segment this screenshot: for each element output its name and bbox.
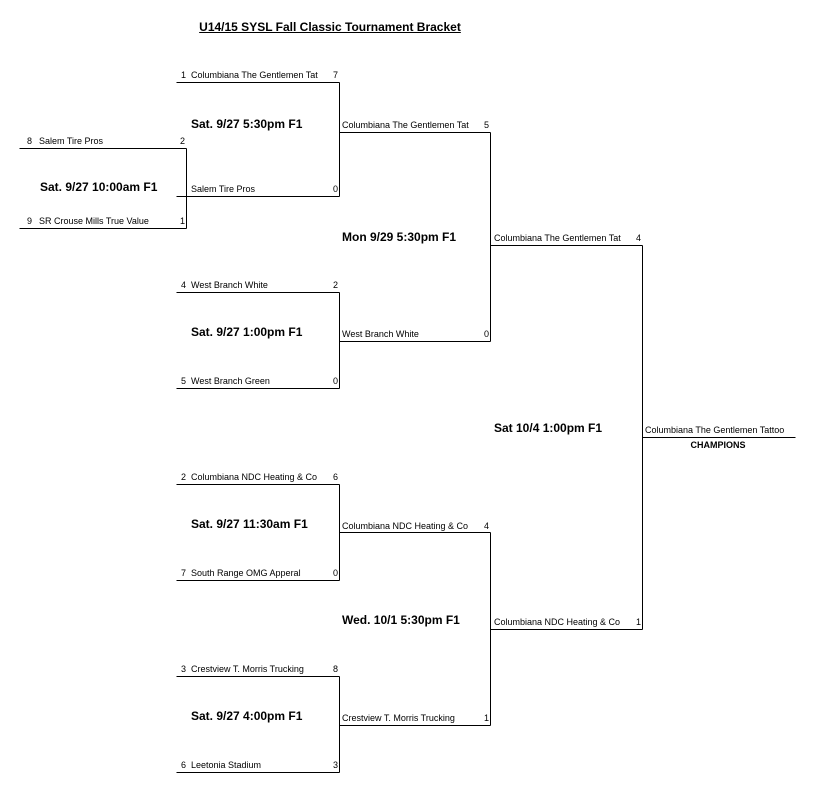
team-name: West Branch Green: [191, 376, 270, 386]
team-name: Columbiana The Gentlemen Tat: [191, 70, 318, 80]
seed-number: 2: [180, 472, 186, 482]
team-name: Salem Tire Pros: [191, 184, 256, 194]
team-score: 0: [332, 184, 338, 194]
team-score: 1: [635, 617, 641, 627]
final-top-slot: Columbiana The Gentlemen Tat 4: [494, 231, 642, 245]
game-label: Sat. 9/27 10:00am F1: [40, 180, 158, 194]
champion-slot: Columbiana The Gentlemen Tattoo: [645, 423, 793, 437]
round1-game4-bottom-slot: 6 Leetonia Stadium 3: [176, 758, 339, 772]
team-name: Columbiana The Gentlemen Tat: [494, 233, 621, 243]
team-name: Columbiana NDC Heating & Co: [342, 521, 469, 531]
round1-game1-top-slot: 1 Columbiana The Gentlemen Tat 7: [176, 68, 339, 82]
seed-number: 3: [180, 664, 186, 674]
team-name: Columbiana The Gentlemen Tat: [342, 120, 469, 130]
team-score: 3: [332, 760, 338, 770]
team-score: 8: [332, 664, 338, 674]
team-score: 1: [179, 216, 185, 226]
game-label: Sat. 9/27 5:30pm F1: [191, 117, 303, 131]
final-bottom-slot: Columbiana NDC Heating & Co 1: [494, 615, 642, 629]
team-score: 0: [332, 568, 338, 578]
team-score: 0: [483, 329, 489, 339]
team-name: Crestview T. Morris Trucking: [342, 713, 455, 723]
game-label: Sat. 9/27 1:00pm F1: [191, 325, 303, 339]
team-score: 4: [635, 233, 641, 243]
team-score: 5: [483, 120, 489, 130]
game-label: Sat 10/4 1:00pm F1: [494, 421, 603, 435]
team-name: Columbiana NDC Heating & Co: [494, 617, 621, 627]
seed-number: 1: [180, 70, 186, 80]
team-score: 1: [483, 713, 489, 723]
round1-game3-top-slot: 2 Columbiana NDC Heating & Co 6: [176, 470, 339, 484]
team-score: 2: [332, 280, 338, 290]
team-name: SR Crouse Mills True Value: [39, 216, 149, 226]
round2-game2-bottom-slot: Crestview T. Morris Trucking 1: [342, 711, 490, 725]
team-name: West Branch White: [191, 280, 268, 290]
round1-game4-top-slot: 3 Crestview T. Morris Trucking 8: [176, 662, 339, 676]
seed-number: 4: [180, 280, 186, 290]
team-score: 2: [179, 136, 185, 146]
seed-number: 9: [26, 216, 32, 226]
play-in-bottom-slot: 9 SR Crouse Mills True Value 1: [19, 214, 186, 228]
seed-number: 8: [26, 136, 32, 146]
round1-game2-bottom-slot: 5 West Branch Green 0: [176, 374, 339, 388]
team-name: Crestview T. Morris Trucking: [191, 664, 304, 674]
round1-game1-bottom-slot: Salem Tire Pros 0: [176, 182, 339, 196]
game-label: Wed. 10/1 5:30pm F1: [342, 613, 460, 627]
round1-game2-top-slot: 4 West Branch White 2: [176, 278, 339, 292]
team-name: Leetonia Stadium: [191, 760, 262, 770]
team-name: Columbiana NDC Heating & Co: [191, 472, 318, 482]
round1-game3-bottom-slot: 7 South Range OMG Apperal 0: [176, 566, 339, 580]
game-label: Sat. 9/27 11:30am F1: [191, 517, 308, 531]
team-score: 6: [332, 472, 338, 482]
champions-label: CHAMPIONS: [690, 440, 746, 450]
game-label: Sat. 9/27 4:00pm F1: [191, 709, 303, 723]
team-name: South Range OMG Apperal: [191, 568, 301, 578]
round2-game1-bottom-slot: West Branch White 0: [342, 327, 490, 341]
team-name: Salem Tire Pros: [39, 136, 104, 146]
round2-game1-top-slot: Columbiana The Gentlemen Tat 5: [342, 118, 490, 132]
bracket-title: U14/15 SYSL Fall Classic Tournament Brac…: [199, 20, 461, 34]
team-score: 7: [332, 70, 338, 80]
team-score: 0: [332, 376, 338, 386]
seed-number: 5: [180, 376, 186, 386]
team-name: West Branch White: [342, 329, 419, 339]
play-in-top-slot: 8 Salem Tire Pros 2: [19, 134, 186, 148]
game-label: Mon 9/29 5:30pm F1: [342, 230, 457, 244]
seed-number: 7: [180, 568, 186, 578]
champion-name: Columbiana The Gentlemen Tattoo: [645, 425, 785, 435]
seed-number: 6: [180, 760, 186, 770]
team-score: 4: [483, 521, 489, 531]
round2-game2-top-slot: Columbiana NDC Heating & Co 4: [342, 519, 490, 533]
